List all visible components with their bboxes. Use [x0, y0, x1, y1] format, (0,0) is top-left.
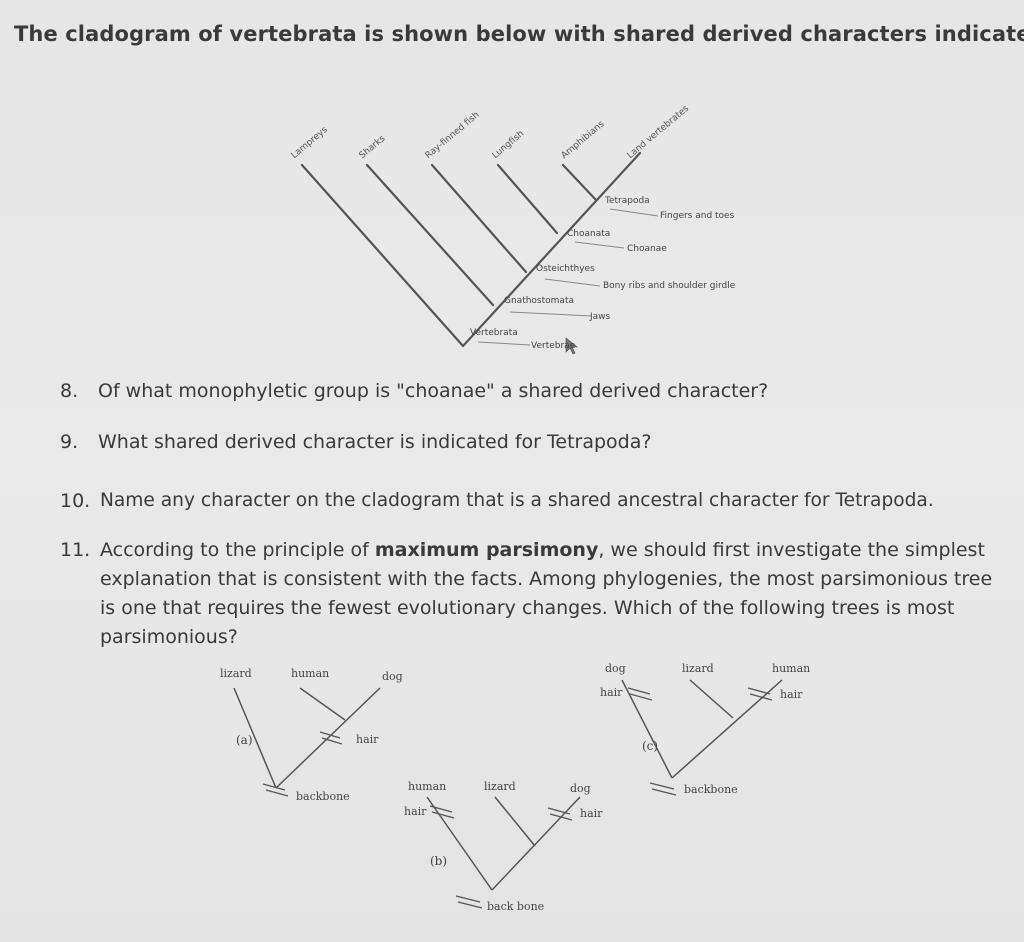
tree-b-label: (b) — [430, 854, 448, 868]
tree-c-taxon-human: human — [772, 662, 811, 675]
character-choanae: Choanae — [627, 244, 667, 254]
tree-a-label: (a) — [236, 733, 253, 747]
character-bony-ribs: Bony ribs and shoulder girdle — [603, 281, 736, 291]
tree-c-taxon-lizard: lizard — [682, 662, 714, 675]
node-vertebrata: Vertebrata — [470, 328, 518, 338]
tree-a-taxon-human: human — [291, 667, 330, 680]
tree-a-char-backbone: backbone — [296, 790, 350, 803]
node-gnathostomata: Gnathostomata — [504, 296, 574, 306]
tree-a-char-hair: hair — [356, 733, 379, 746]
tree-b-char-hair-dog: hair — [580, 807, 603, 820]
character-vertebrae: Vertebrae — [531, 341, 576, 351]
character-fingers-and-toes: Fingers and toes — [660, 211, 735, 221]
tree-b-taxon-human: human — [408, 780, 447, 793]
tree-c-char-backbone: backbone — [684, 783, 738, 796]
character-jaws: Jaws — [590, 312, 611, 322]
question-number: 10. — [60, 490, 91, 512]
question-number: 9. — [60, 431, 79, 453]
tree-b-char-backbone: back bone — [487, 900, 545, 913]
tree-c-label: (c) — [642, 739, 659, 753]
page-title: The cladogram of vertebrata is shown bel… — [14, 22, 1024, 46]
tree-a-taxon-dog: dog — [382, 670, 403, 683]
question-number: 11. — [60, 539, 91, 561]
maximum-parsimony-term: maximum parsimony — [374, 539, 599, 561]
question-text: According to the principle of maximum pa… — [100, 539, 993, 648]
node-osteichthyes: Osteichthyes — [536, 264, 595, 274]
tree-a-taxon-lizard: lizard — [220, 667, 252, 680]
node-choanata: Choanata — [567, 229, 611, 239]
question-text: What shared derived character is indicat… — [98, 431, 652, 453]
tree-c-char-hair-dog: hair — [600, 686, 623, 699]
tree-c-char-hair-human: hair — [780, 688, 803, 701]
node-tetrapoda: Tetrapoda — [605, 196, 650, 206]
question-text: Name any character on the cladogram that… — [100, 490, 934, 511]
tree-b-char-hair-human: hair — [404, 805, 427, 818]
question-number: 8. — [60, 380, 79, 402]
tree-b-taxon-dog: dog — [570, 782, 591, 795]
tree-b-taxon-lizard: lizard — [484, 780, 516, 793]
question-text: Of what monophyletic group is "choanae" … — [98, 380, 769, 402]
tree-c-taxon-dog: dog — [605, 662, 626, 675]
